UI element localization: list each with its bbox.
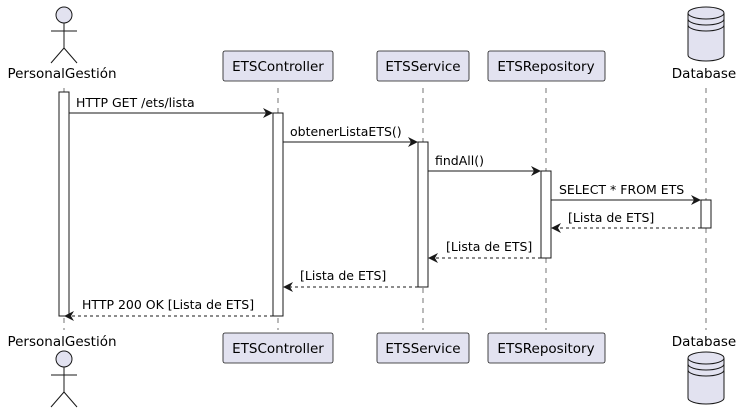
message-label-7: [Lista de ETS] [300,268,386,283]
message-label-2: obtenerListaETS() [290,124,402,139]
message-label-4: SELECT * FROM ETS [559,182,684,197]
participant-label-service-top: ETSService [385,59,460,75]
database-icon-top [687,6,725,62]
participant-label-controller-top: ETSController [232,59,324,75]
activation-controller [272,112,284,317]
message-label-5: [Lista de ETS] [568,210,654,225]
actor-head-icon [55,6,73,24]
message-label-1: HTTP GET /ets/lista [76,95,195,110]
activation-repository [540,170,552,259]
participant-box-repository-top [487,50,606,82]
actor-head-icon [55,350,73,368]
participant-box-controller-bottom [222,332,334,364]
participant-label-controller-bottom: ETSController [232,341,324,357]
participant-box-controller-top [222,50,334,82]
participant-label-personal-top: PersonalGestión [7,66,116,82]
actor-personal-bottom [50,350,78,408]
participant-label-database-top: Database [672,66,736,82]
participant-label-personal-bottom: PersonalGestión [7,334,116,350]
message-label-3: findAll() [435,153,484,168]
participant-box-service-bottom [376,332,470,364]
activation-database [700,199,712,229]
message-label-6: [Lista de ETS] [446,239,532,254]
participant-label-database-bottom: Database [672,334,736,350]
actor-personal-top [50,6,78,64]
participant-label-repository-bottom: ETSRepository [497,341,594,357]
participant-label-repository-top: ETSRepository [497,59,594,75]
database-icon-bottom [687,351,725,405]
participant-box-service-top [376,50,470,82]
message-label-8: HTTP 200 OK [Lista de ETS] [82,297,254,312]
activation-service [417,141,429,288]
participant-box-repository-bottom [487,332,606,364]
activation-personal [58,91,70,317]
participant-label-service-bottom: ETSService [385,341,460,357]
